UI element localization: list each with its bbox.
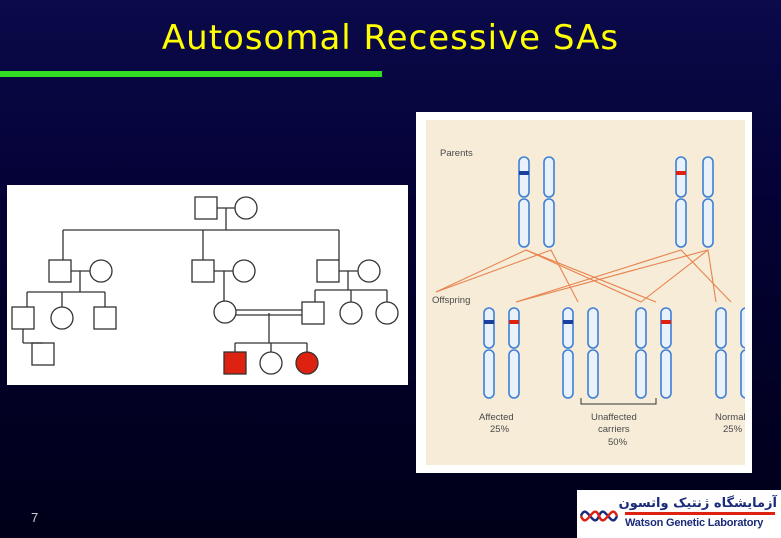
offspring-carrier-2 — [635, 307, 672, 399]
unaffected-label: Unaffected — [591, 412, 637, 423]
pedigree-male — [191, 259, 215, 283]
inheritance-diagram: Parents Offspring — [416, 112, 752, 473]
pedigree-male — [31, 342, 55, 366]
pedigree-svg — [11, 196, 399, 375]
parent2-chromosomes — [675, 156, 714, 248]
pedigree-female — [213, 300, 237, 324]
diagram-panel: Parents Offspring — [426, 120, 752, 465]
pedigree-affected-female — [295, 351, 319, 375]
slide-title: Autosomal Recessive SAs — [161, 18, 620, 58]
pedigree-male — [316, 259, 340, 283]
pedigree-male — [93, 306, 117, 330]
pedigree-affected-male — [223, 351, 247, 375]
pedigree-female — [50, 306, 74, 330]
slide-number: 7 — [31, 510, 39, 525]
affected-label: Affected — [479, 412, 514, 423]
inheritance-lines — [435, 249, 732, 303]
pedigree-male — [48, 259, 72, 283]
logo: آزمایشگاه ژنتیک واتسون Watson Genetic La… — [577, 490, 781, 538]
pedigree-male — [301, 301, 325, 325]
title-underline — [0, 71, 382, 77]
unaffected-percent: 50% — [608, 437, 628, 448]
pedigree-female — [232, 259, 256, 283]
affected-percent: 25% — [490, 424, 510, 435]
pedigree-female — [339, 301, 363, 325]
logo-divider — [625, 512, 775, 515]
dna-helix-icon — [579, 510, 619, 522]
pedigree-female — [375, 301, 399, 325]
normal-percent: 25% — [723, 424, 743, 435]
parent1-chromosomes — [518, 156, 555, 248]
pedigree-male — [11, 306, 35, 330]
pedigree-male — [194, 196, 218, 220]
carriers-bracket — [580, 398, 657, 405]
diagram-svg: Parents Offspring — [432, 148, 752, 448]
offspring-label: Offspring — [432, 295, 470, 306]
pedigree-chart — [7, 185, 408, 385]
pedigree-female — [234, 196, 258, 220]
offspring-normal — [715, 307, 752, 399]
carriers-label: carriers — [598, 424, 630, 435]
pedigree-female — [259, 351, 283, 375]
offspring-carrier-1 — [562, 307, 599, 399]
normal-label: Normal — [715, 412, 745, 423]
offspring-affected — [483, 307, 520, 399]
logo-english-text: Watson Genetic Laboratory — [625, 517, 764, 529]
parents-label: Parents — [440, 148, 473, 159]
pedigree-female — [89, 259, 113, 283]
pedigree-female — [357, 259, 381, 283]
logo-persian-text: آزمایشگاه ژنتیک واتسون — [618, 496, 777, 511]
